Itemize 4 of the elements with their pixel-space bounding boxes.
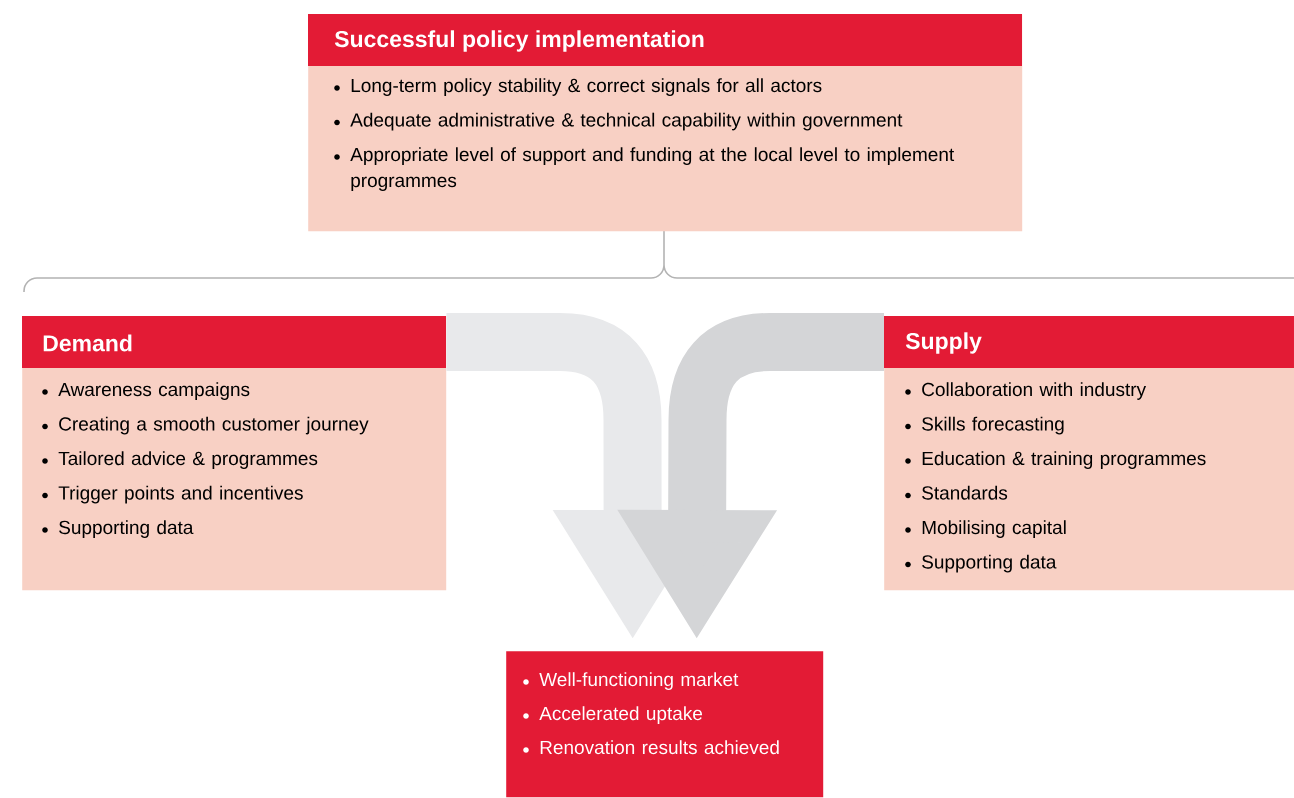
header-card: Supply Collaboration with industry Skills forecasting Education & training programmes Standards Mobilising capital Supporting data — [884, 316, 1294, 591]
result-box: Well-functioning market Accelerated uptake Renovation results achieved — [506, 651, 824, 798]
header-card: Successful policy implementation Long-term policy stability & correct signals for all actors Adequate administrative & technical capability within government Appropriate level of support and funding at the local level to implement programmes — [308, 14, 1023, 232]
header-card: Demand Awareness campaigns Creating a smooth customer journey Tailored advice & programmes Trigger points and incentives Supporting data — [22, 316, 447, 591]
